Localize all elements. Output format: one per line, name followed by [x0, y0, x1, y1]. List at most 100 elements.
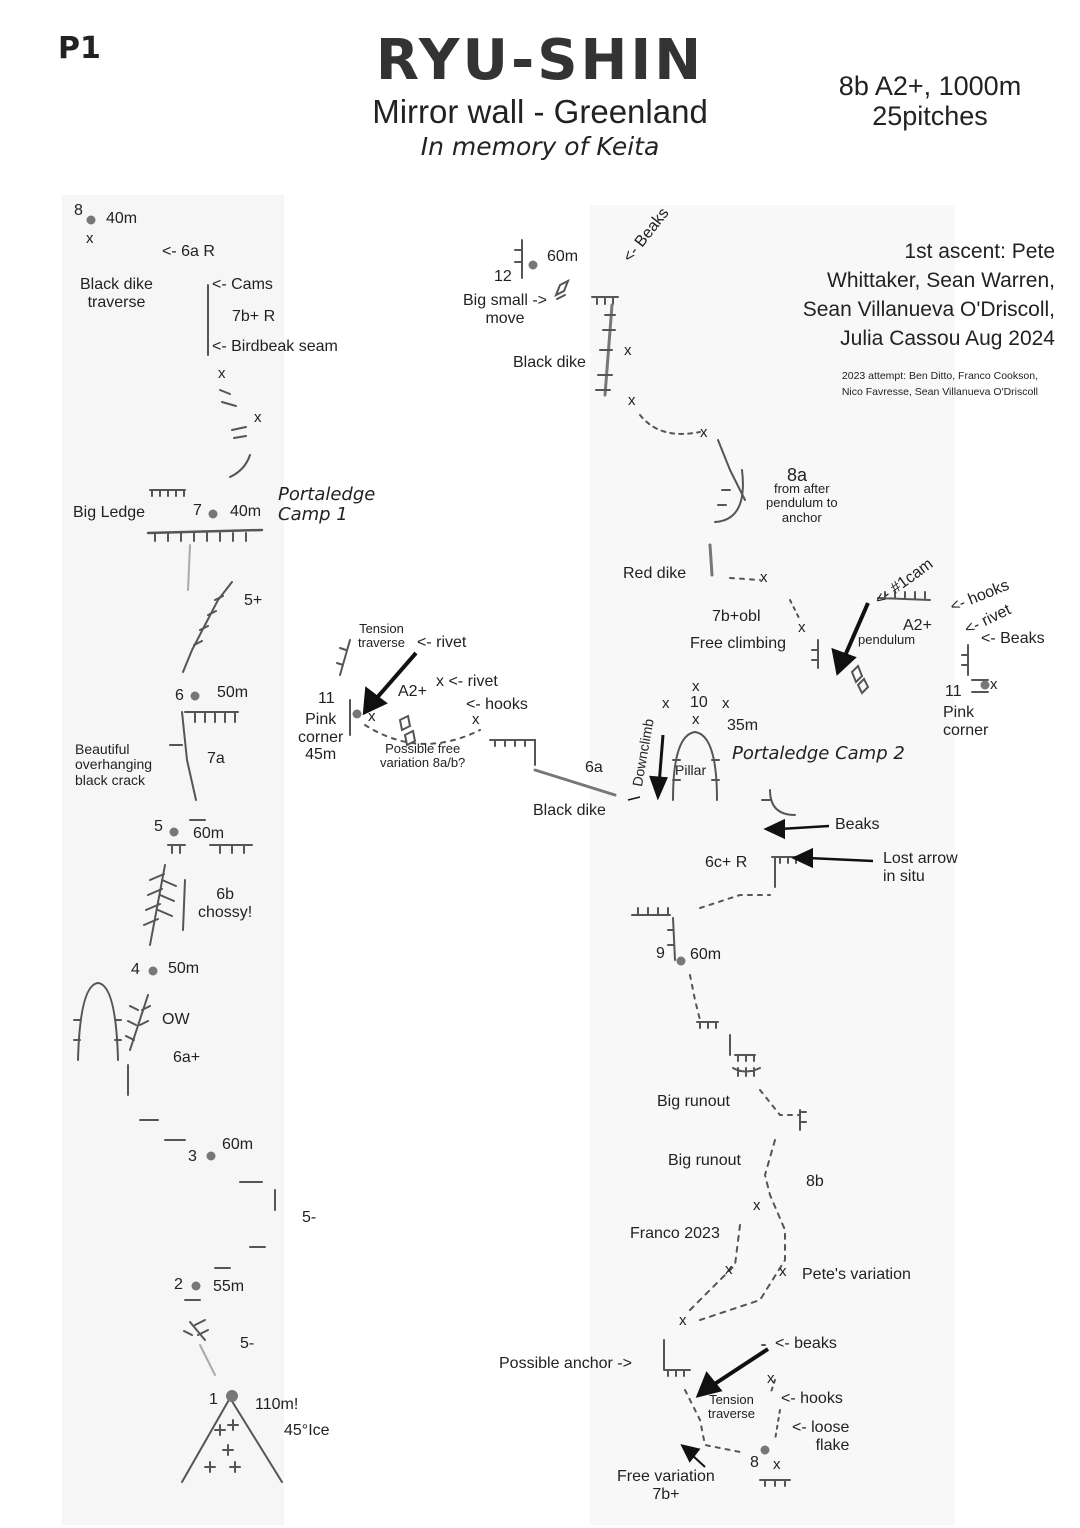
svg-text:x: x	[692, 711, 700, 728]
red-dike-label: Red dike	[623, 565, 687, 582]
aid-grade-middle: A2+	[398, 683, 427, 700]
route-title: RYU-SHIN	[375, 28, 705, 93]
grade-6c-plus-r: 6c+ R	[705, 854, 748, 871]
big-runout-label-2: Big runout	[668, 1152, 741, 1169]
loose-flake-label: <- loose flake	[792, 1419, 850, 1454]
pitch-10-number: 10	[690, 694, 708, 711]
black-dike-traverse-label: Black dike traverse	[80, 276, 153, 311]
pitch-11-right-number: 11	[945, 683, 962, 700]
pink-corner-left-label: Pink corner 45m	[298, 711, 344, 764]
svg-text:x: x	[722, 695, 730, 712]
petes-variation-label: Pete's variation	[802, 1266, 911, 1283]
possible-anchor-label: Possible anchor ->	[499, 1355, 632, 1372]
pitch-12-length: 60m	[547, 248, 579, 265]
svg-text:x: x	[218, 365, 226, 382]
grade-8b: 8b	[806, 1173, 824, 1190]
svg-text:x: x	[662, 695, 670, 712]
tension-traverse-label-lower: Tension traverse	[708, 1392, 755, 1422]
svg-text:x: x	[700, 424, 708, 441]
svg-text:x: x	[767, 1370, 775, 1387]
svg-text:x: x	[86, 230, 94, 247]
cams-label: <- Cams	[212, 276, 273, 293]
offwidth-label: OW	[162, 1011, 190, 1028]
black-dike-label-middle: Black dike	[533, 802, 606, 819]
grade-6a: 6a	[585, 759, 603, 776]
grade-5-minus-lower: 5-	[240, 1335, 255, 1352]
pitch-4-length: 50m	[168, 960, 200, 977]
pitch-3-number: 3	[188, 1148, 197, 1165]
grade-7b-plus-r: 7b+ R	[232, 308, 276, 325]
grade-8a: 8a	[787, 465, 808, 485]
big-runout-label-1: Big runout	[657, 1093, 730, 1110]
portaledge-camp-2: Portaledge Camp 2	[732, 743, 905, 764]
pitch-8-length: 40m	[106, 210, 138, 227]
free-variation-label: Free variation 7b+	[617, 1468, 715, 1503]
svg-text:x: x	[472, 711, 480, 728]
svg-text:x: x	[725, 1261, 733, 1278]
middle-route-line	[336, 639, 798, 961]
grade-5-minus-upper: 5-	[302, 1209, 317, 1226]
svg-text:x: x	[624, 342, 632, 359]
pitch-12-number: 12	[494, 268, 512, 285]
grade-7a: 7a	[207, 750, 225, 767]
svg-text:x: x	[368, 708, 376, 725]
pitch-6-number: 6	[175, 687, 184, 704]
first-ascent-credits: 1st ascent: Pete Whittaker, Sean Warren,…	[802, 240, 1055, 350]
pitch-8-lower-number: 8	[750, 1454, 759, 1471]
memorial-line: In memory of Keita	[420, 132, 660, 161]
svg-text:x: x	[990, 676, 998, 693]
lost-arrow-label: Lost arrow in situ	[883, 850, 958, 885]
grade-6b-chossy: 6b chossy!	[198, 886, 253, 921]
pitch-5-length: 60m	[193, 825, 225, 842]
beaks-label-middle: Beaks	[835, 816, 880, 833]
pitch-7-number: 7	[193, 502, 202, 519]
grade-5-plus: 5+	[244, 592, 263, 609]
pitch-3-length: 60m	[222, 1136, 254, 1153]
belay-dots	[86, 215, 990, 1455]
pitch-10-length: 35m	[727, 717, 759, 734]
grade-summary: 8b A2+, 1000m 25pitches	[800, 71, 1060, 131]
svg-text:x: x	[760, 569, 768, 586]
route-subtitle: Mirror wall - Greenland	[372, 93, 708, 130]
pitch-2-length: 55m	[213, 1278, 245, 1295]
ice-slope-label: 45°Ice	[284, 1422, 330, 1439]
svg-text:x: x	[779, 1263, 787, 1280]
black-dike-label-upper: Black dike	[513, 354, 586, 371]
pitch-8-number: 8	[74, 202, 83, 219]
pitch-8-grade: <- 6a R	[162, 243, 215, 260]
beaks-label-right: <- Beaks	[981, 630, 1045, 647]
lower-route-line	[663, 974, 807, 1487]
pitch-9-number: 9	[656, 945, 665, 962]
svg-text:x: x	[679, 1312, 687, 1329]
beaks-label-lower: <- beaks	[775, 1335, 837, 1352]
pitch-6-length: 50m	[217, 684, 249, 701]
pitch-11-left-number: 11	[318, 690, 335, 707]
tension-traverse-label-middle: Tension traverse	[358, 621, 405, 651]
portaledge-camp-1: Portaledge Camp 1	[278, 484, 376, 525]
pitch-9-length: 60m	[690, 946, 722, 963]
hooks-label-lower: <- hooks	[781, 1390, 843, 1407]
hooks-label-middle: <- hooks	[466, 696, 528, 713]
svg-text:x: x	[798, 619, 806, 636]
big-small-move-label: Big small -> move	[463, 292, 548, 327]
svg-text:x: x	[254, 409, 262, 426]
birdbeak-seam-label: <- Birdbeak seam	[212, 338, 338, 355]
grade-6a-plus: 6a+	[173, 1049, 201, 1066]
pink-corner-right-label: Pink corner	[943, 704, 989, 739]
svg-text:x: x	[773, 1456, 781, 1473]
grade-length: 8b A2+, 1000m	[838, 71, 1022, 101]
upper-route-line	[514, 239, 989, 695]
pillar-label: Pillar	[675, 762, 707, 778]
grade-7b-plus-obl: 7b+obl	[712, 608, 761, 625]
franco-2023-label: Franco 2023	[630, 1225, 720, 1242]
pitch-7-length: 40m	[230, 503, 262, 520]
svg-text:x: x	[753, 1197, 761, 1214]
rivet-label-1: <- rivet	[417, 634, 467, 651]
route-arrows	[362, 602, 874, 1468]
pitch-1-length: 110m!	[255, 1396, 299, 1413]
page-number: P1	[58, 31, 101, 66]
svg-text:x: x	[628, 392, 636, 409]
left-route-line	[73, 284, 283, 1483]
